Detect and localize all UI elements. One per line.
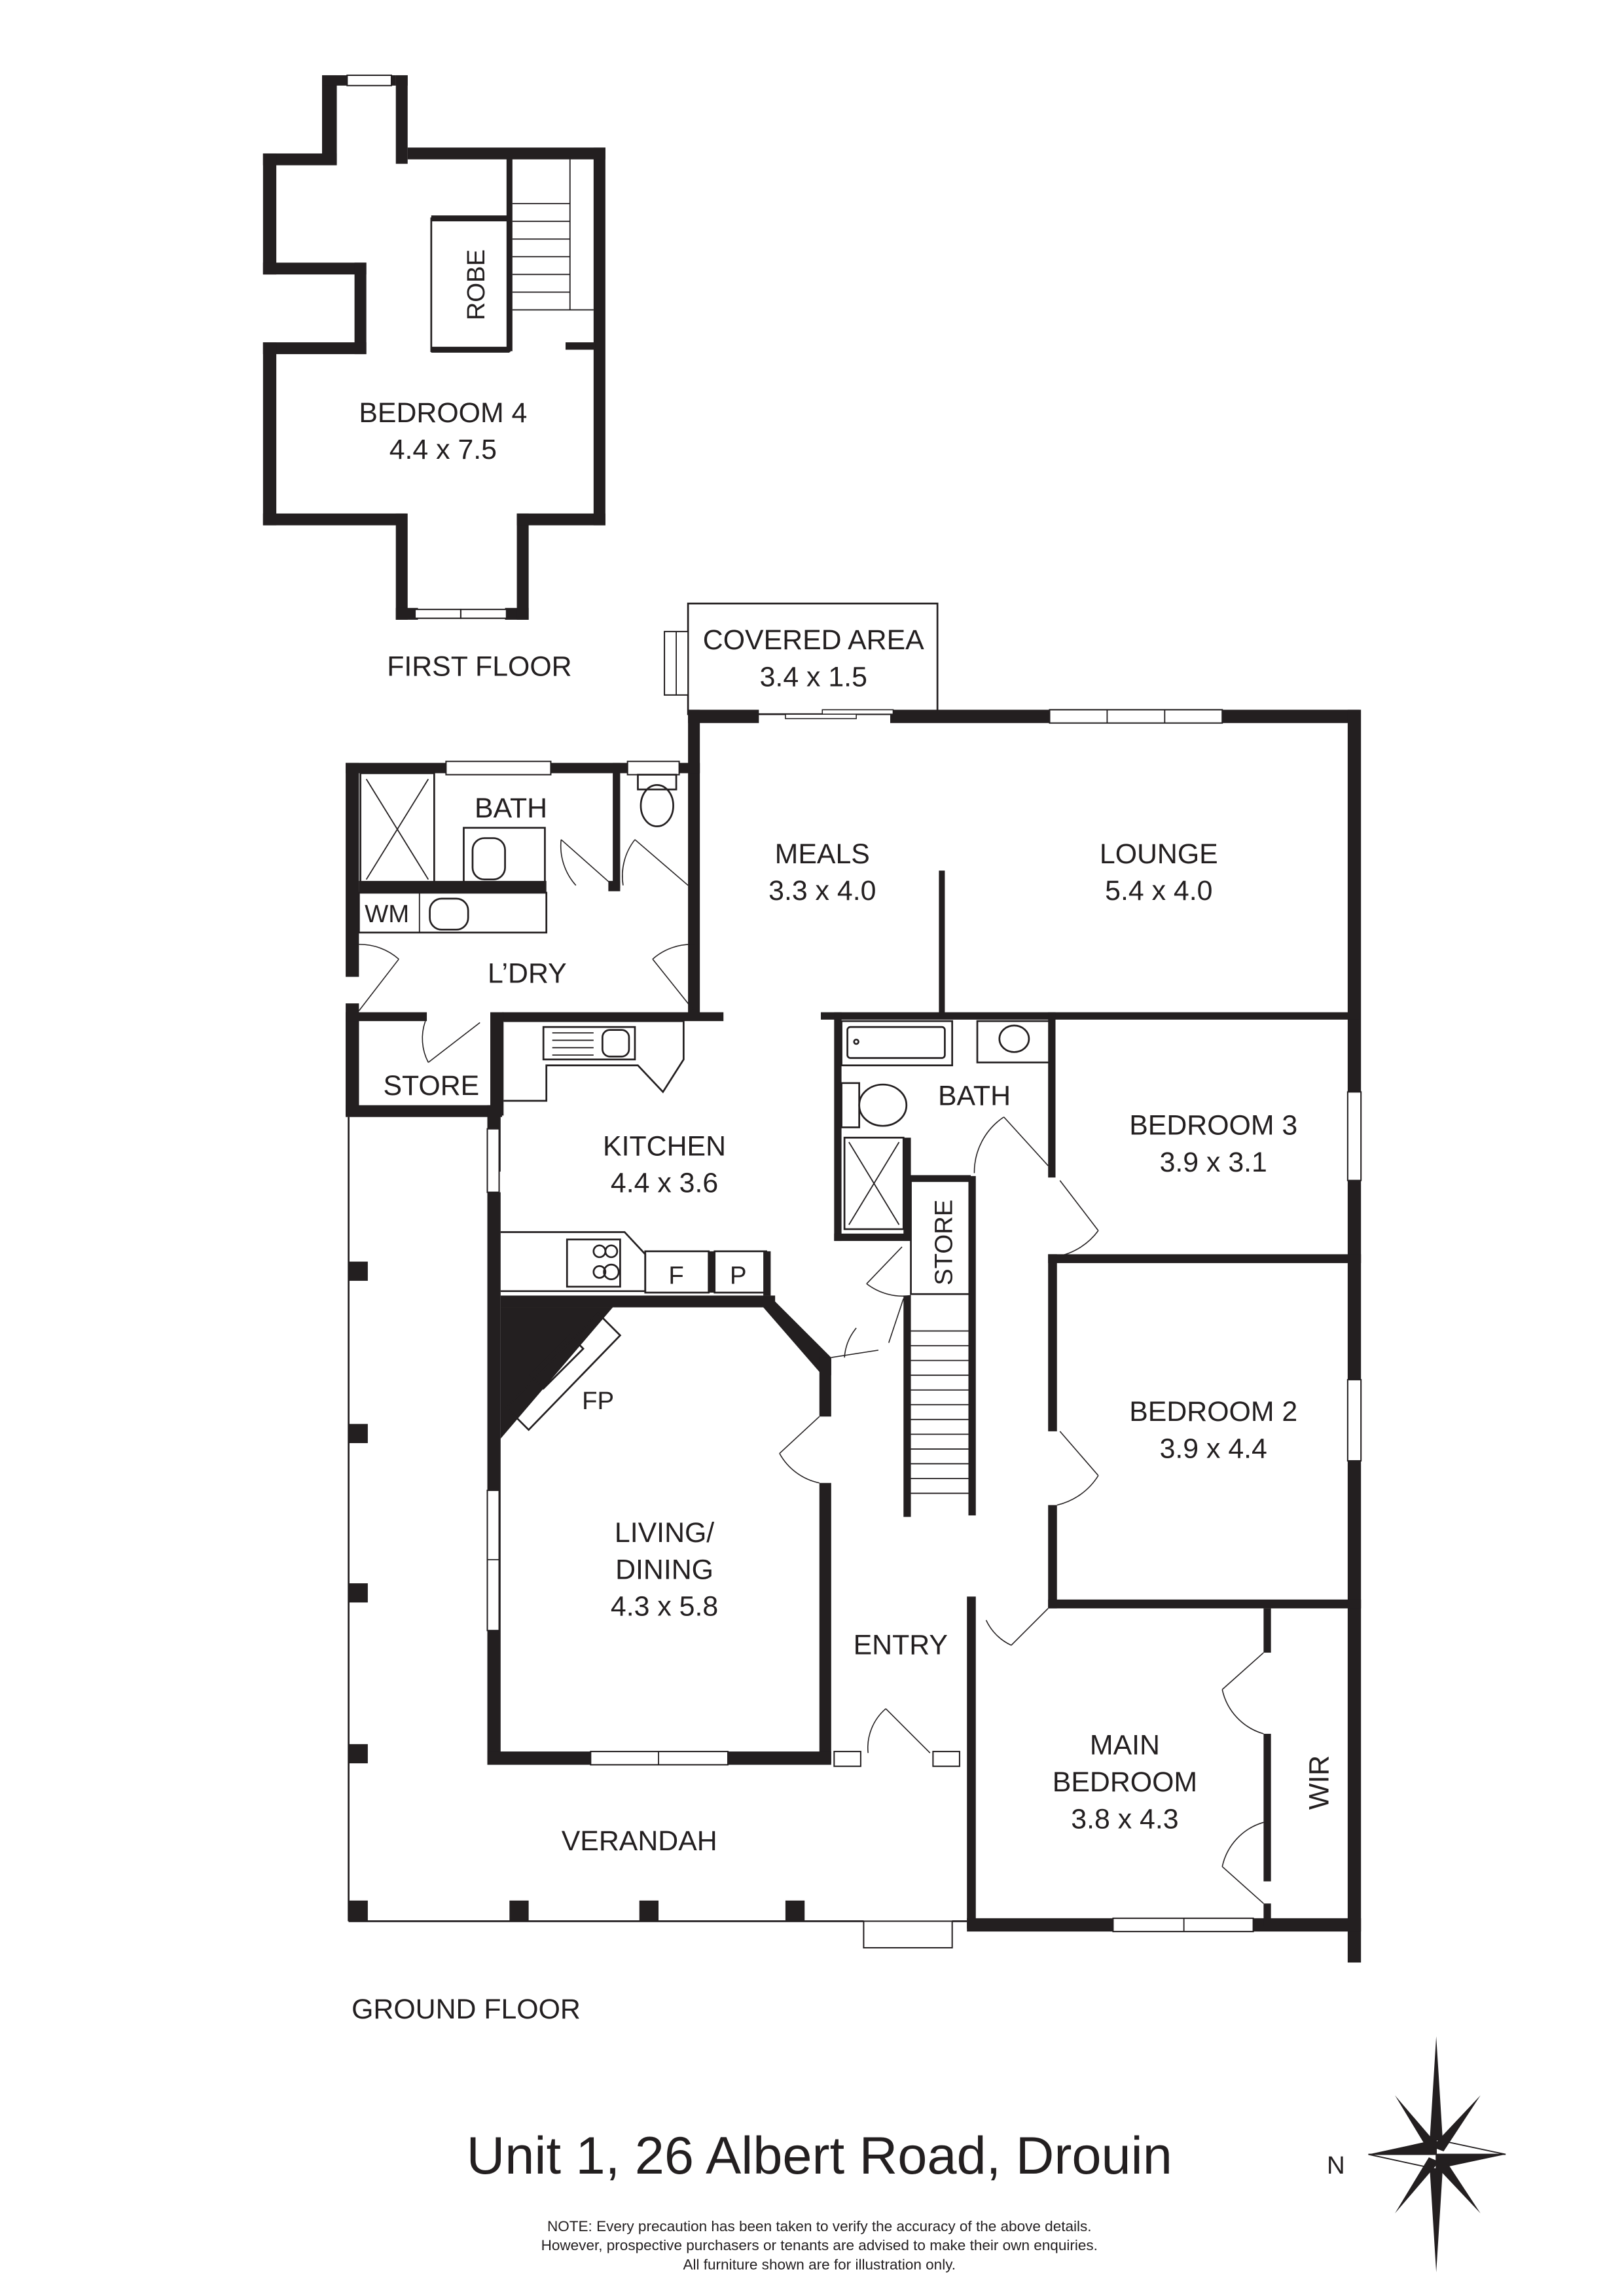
- note-line-2: However, prospective purchasers or tenan…: [541, 2237, 1098, 2253]
- store-left-name: STORE: [383, 1070, 479, 1102]
- covered-area-name: COVERED AREA: [703, 624, 924, 656]
- verandah-name: VERANDAH: [562, 1825, 717, 1857]
- robe: ROBE: [430, 215, 511, 353]
- door[interactable]: [1221, 1866, 1264, 1904]
- main-bedroom: MAIN BEDROOM 3.8 x 4.3 WIR: [967, 1608, 1362, 1933]
- door[interactable]: [1003, 1117, 1049, 1166]
- door[interactable]: [427, 1022, 480, 1063]
- kitchen-name: KITCHEN: [603, 1130, 726, 1162]
- door[interactable]: [1059, 1431, 1099, 1477]
- note-line-3: All furniture shown are for illustration…: [683, 2256, 956, 2272]
- door[interactable]: [358, 958, 399, 1011]
- front-door[interactable]: [885, 1708, 931, 1753]
- property-address-title: Unit 1, 26 Albert Road, Drouin: [467, 2126, 1172, 2185]
- sliding-door[interactable]: [785, 713, 857, 719]
- bath-left-name: BATH: [475, 793, 547, 824]
- main-bedroom-name-line2: BEDROOM: [1053, 1767, 1197, 1798]
- meals-size: 3.3 x 4.0: [768, 875, 876, 906]
- bedroom-2: BEDROOM 2 3.9 x 4.4: [1048, 1254, 1362, 1609]
- fireplace-label: FP: [582, 1387, 614, 1415]
- covered-area: COVERED AREA 3.4 x 1.5: [664, 602, 939, 715]
- door[interactable]: [1011, 1607, 1049, 1646]
- door[interactable]: [1059, 1180, 1099, 1231]
- sliding-door[interactable]: [821, 709, 894, 715]
- store-left: STORE: [346, 1012, 504, 1117]
- first-floor-plan: ROBE BEDROOM 4 4.4 x 7.5 FIRST FLOOR: [262, 74, 605, 683]
- window: [1346, 1091, 1362, 1181]
- wm-label: WM: [365, 900, 409, 928]
- ground-floor-label: GROUND FLOOR: [352, 1994, 581, 2025]
- verandah: VERANDAH: [348, 1117, 967, 1948]
- door[interactable]: [634, 839, 689, 886]
- window: [1049, 709, 1223, 724]
- covered-area-size: 3.4 x 1.5: [760, 661, 867, 692]
- fridge-label: F: [668, 1261, 683, 1289]
- window: [1346, 1378, 1362, 1462]
- bedroom-2-name: BEDROOM 2: [1129, 1396, 1297, 1427]
- bedroom-3-name: BEDROOM 3: [1129, 1110, 1297, 1141]
- store-center-label: STORE: [930, 1200, 958, 1285]
- fireplace: FP: [505, 1312, 622, 1431]
- meals-name: MEALS: [775, 838, 870, 870]
- pantry-label: P: [730, 1261, 747, 1289]
- door[interactable]: [831, 1350, 879, 1358]
- door[interactable]: [652, 958, 695, 1011]
- main-bedroom-name-line1: MAIN: [1090, 1730, 1160, 1761]
- first-floor-label: FIRST FLOOR: [387, 651, 571, 683]
- bath-center: BATH: [834, 1012, 1053, 1242]
- lounge-size: 5.4 x 4.0: [1105, 875, 1212, 906]
- bedroom-3-size: 3.9 x 3.1: [1160, 1147, 1267, 1178]
- window: [414, 609, 461, 619]
- disclaimer-note: NOTE: Every precaution has been taken to…: [541, 2218, 1098, 2273]
- robe-label: ROBE: [462, 249, 490, 321]
- laundry-name: L’DRY: [488, 958, 567, 989]
- lounge-name: LOUNGE: [1100, 838, 1218, 870]
- bath-center-name: BATH: [938, 1081, 1011, 1112]
- door[interactable]: [1221, 1652, 1264, 1690]
- door[interactable]: [779, 1416, 820, 1454]
- door[interactable]: [888, 1298, 905, 1343]
- window: [460, 609, 507, 619]
- staircase-ground: [831, 1295, 969, 1517]
- living-size: 4.3 x 5.8: [611, 1591, 718, 1623]
- store-center: STORE: [866, 1175, 976, 1516]
- compass-north-label: N: [1327, 2151, 1345, 2179]
- living-name-line2: DINING: [615, 1554, 713, 1585]
- compass-rose-icon: N: [1327, 2036, 1506, 2272]
- staircase: [506, 159, 596, 351]
- entry-name: ENTRY: [854, 1629, 948, 1660]
- wir-label: WIR: [1304, 1755, 1335, 1810]
- bedroom-2-size: 3.9 x 4.4: [1160, 1433, 1267, 1464]
- living-name-line1: LIVING/: [615, 1517, 714, 1549]
- main-bedroom-size: 3.8 x 4.3: [1071, 1803, 1178, 1835]
- living-dining: FP LIVING/ DINING 4.3 x 5.8: [486, 1295, 831, 1766]
- ground-floor-plan: COVERED AREA 3.4 x 1.5: [346, 602, 1362, 2025]
- note-line-1: NOTE: Every precaution has been taken to…: [547, 2218, 1092, 2234]
- bath-laundry-block: BATH WM L’DRY: [346, 761, 700, 1116]
- door[interactable]: [866, 1246, 903, 1284]
- door[interactable]: [560, 839, 613, 886]
- bedroom-4-size: 4.4 x 7.5: [389, 434, 497, 465]
- kitchen-size: 4.4 x 3.6: [611, 1168, 718, 1199]
- entry: ENTRY: [833, 1596, 1049, 1929]
- bedroom-4-name: BEDROOM 4: [359, 397, 527, 429]
- window: [346, 74, 392, 86]
- bedroom-3: BEDROOM 3 3.9 x 3.1: [1048, 1012, 1362, 1263]
